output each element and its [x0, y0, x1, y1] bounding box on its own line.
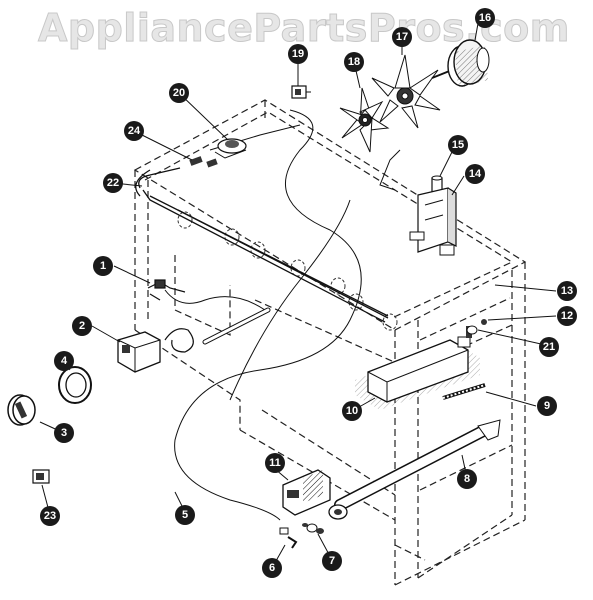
callout-22: 22 [103, 173, 123, 193]
fan-motor-part [431, 39, 490, 88]
svg-text:18: 18 [348, 56, 360, 68]
svg-text:11: 11 [269, 457, 281, 469]
callout-1: 1 [93, 256, 113, 276]
switch-part [291, 85, 311, 99]
svg-text:16: 16 [479, 12, 491, 24]
callout-5: 5 [175, 505, 195, 525]
terminal-block-part [282, 469, 331, 516]
orifice-parts [279, 523, 324, 549]
manifold-tube [135, 167, 389, 323]
knob-bezel-part [58, 366, 92, 404]
callout-7: 7 [322, 551, 342, 571]
callout-9: 9 [537, 396, 557, 416]
callout-6: 6 [262, 558, 282, 578]
svg-text:14: 14 [469, 168, 482, 180]
svg-text:1: 1 [100, 260, 106, 272]
callout-18: 18 [344, 52, 364, 72]
svg-text:23: 23 [44, 510, 56, 522]
fan-blade-large-part [371, 54, 441, 129]
fitting-parts [466, 319, 487, 335]
igniter-bracket-part [147, 279, 186, 301]
thermostat-part [117, 307, 271, 373]
svg-text:21: 21 [543, 341, 555, 353]
svg-text:15: 15 [452, 139, 464, 151]
callout-10: 10 [342, 401, 362, 421]
svg-text:20: 20 [173, 87, 185, 99]
callout-3: 3 [54, 423, 74, 443]
gas-valve-part [409, 175, 457, 256]
wire-connector-part [189, 156, 218, 168]
svg-text:12: 12 [561, 310, 573, 322]
svg-text:4: 4 [61, 355, 68, 367]
callouts: 1 2 3 4 5 6 7 8 9 10 12 13 14 15 16 17 1… [40, 8, 577, 578]
callout-23: 23 [40, 506, 60, 526]
callout-12: 12 [557, 306, 577, 326]
control-knob-part [7, 394, 36, 426]
svg-text:2: 2 [79, 320, 85, 332]
callout-8: 8 [457, 469, 477, 489]
callout-16: 16 [475, 8, 495, 28]
callout-21: 21 [539, 337, 559, 357]
callout-2: 2 [72, 316, 92, 336]
svg-text:5: 5 [182, 509, 188, 521]
callout-17: 17 [392, 27, 412, 47]
fan-blade-small-part [339, 87, 390, 153]
rocker-switch-part [32, 469, 50, 484]
callout-24: 24 [124, 121, 144, 141]
callout-19: 19 [288, 44, 308, 64]
callout-20: 20 [169, 83, 189, 103]
svg-text:13: 13 [561, 285, 573, 297]
svg-text:22: 22 [107, 177, 119, 189]
igniter-element-part [442, 383, 486, 400]
callout-14: 14 [465, 164, 485, 184]
svg-text:24: 24 [128, 125, 141, 137]
svg-text:8: 8 [464, 473, 470, 485]
svg-text:3: 3 [61, 427, 67, 439]
back-panel-holes [177, 211, 398, 331]
wiring [164, 109, 401, 521]
svg-text:9: 9 [544, 400, 550, 412]
svg-text:7: 7 [329, 555, 335, 567]
callout-15: 15 [448, 135, 468, 155]
thermal-switch-part [214, 138, 247, 159]
svg-text:17: 17 [396, 31, 408, 43]
svg-text:6: 6 [269, 562, 275, 574]
callout-13: 13 [557, 281, 577, 301]
svg-text:19: 19 [292, 48, 304, 60]
burner-tube-part [328, 419, 501, 520]
control-module-part [355, 326, 480, 410]
svg-text:10: 10 [346, 405, 358, 417]
callout-11: 11 [265, 453, 285, 473]
callout-4: 4 [54, 351, 74, 371]
